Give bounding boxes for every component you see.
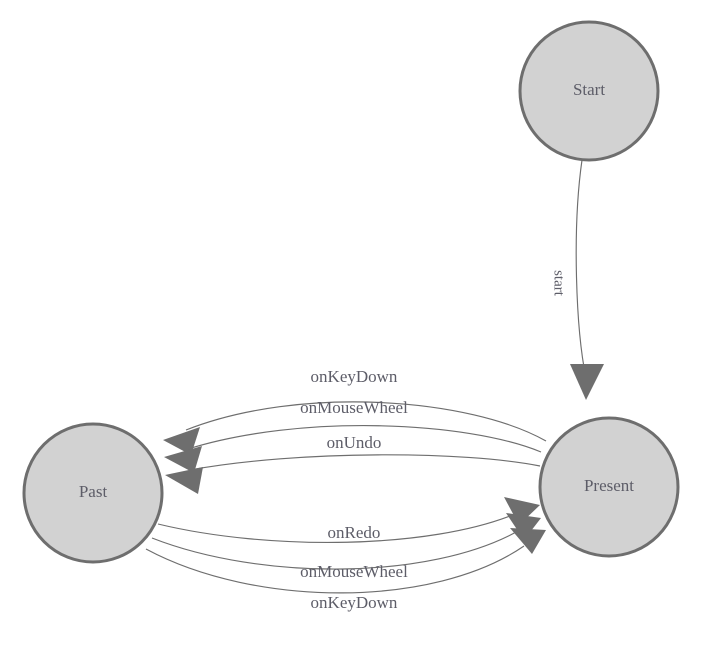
edge-e-present-past-undo[interactable] (165, 454, 541, 494)
node-start[interactable]: Start (518, 20, 660, 162)
node-label: Past (79, 482, 108, 501)
node-circle[interactable] (22, 422, 164, 564)
arrowhead-icon (165, 467, 203, 494)
node-past[interactable]: Past (22, 422, 164, 564)
edge-e-start-present[interactable] (570, 159, 604, 400)
edge-labels-layer: start onKeyDown onMouseWheel onUndo onRedo on… (300, 270, 566, 612)
edge-label: onMouseWheel (300, 562, 408, 581)
edge-label: start (551, 270, 567, 297)
edges-layer (145, 159, 604, 594)
node-circle[interactable] (518, 20, 660, 162)
arrowhead-icon (510, 528, 546, 554)
node-present[interactable]: Present (538, 416, 680, 558)
edge-label: onUndo (327, 433, 382, 452)
node-label: Present (584, 476, 634, 495)
edge-label: onKeyDown (311, 593, 398, 612)
arrowhead-icon (164, 446, 202, 473)
edge-label: onRedo (328, 523, 381, 542)
edge-curve (185, 401, 547, 442)
node-label: Start (573, 80, 605, 99)
arrowhead-icon (506, 513, 541, 540)
edge-curve (575, 159, 587, 379)
edge-label: onKeyDown (311, 367, 398, 386)
edge-e-past-present-mousewheel[interactable] (151, 513, 541, 570)
arrowhead-icon (504, 497, 540, 525)
edge-e-past-present-redo[interactable] (157, 497, 540, 544)
edge-e-past-present-keydown[interactable] (145, 528, 546, 594)
edge-curve (151, 530, 519, 570)
edge-e-present-past-mousewheel[interactable] (164, 425, 542, 473)
edge-label: onMouseWheel (300, 398, 408, 417)
edge-curve (189, 454, 541, 471)
arrowhead-icon (570, 364, 604, 400)
node-circle[interactable] (538, 416, 680, 558)
edge-curve (157, 513, 516, 544)
edge-curve (145, 545, 525, 594)
edge-curve (187, 425, 542, 453)
